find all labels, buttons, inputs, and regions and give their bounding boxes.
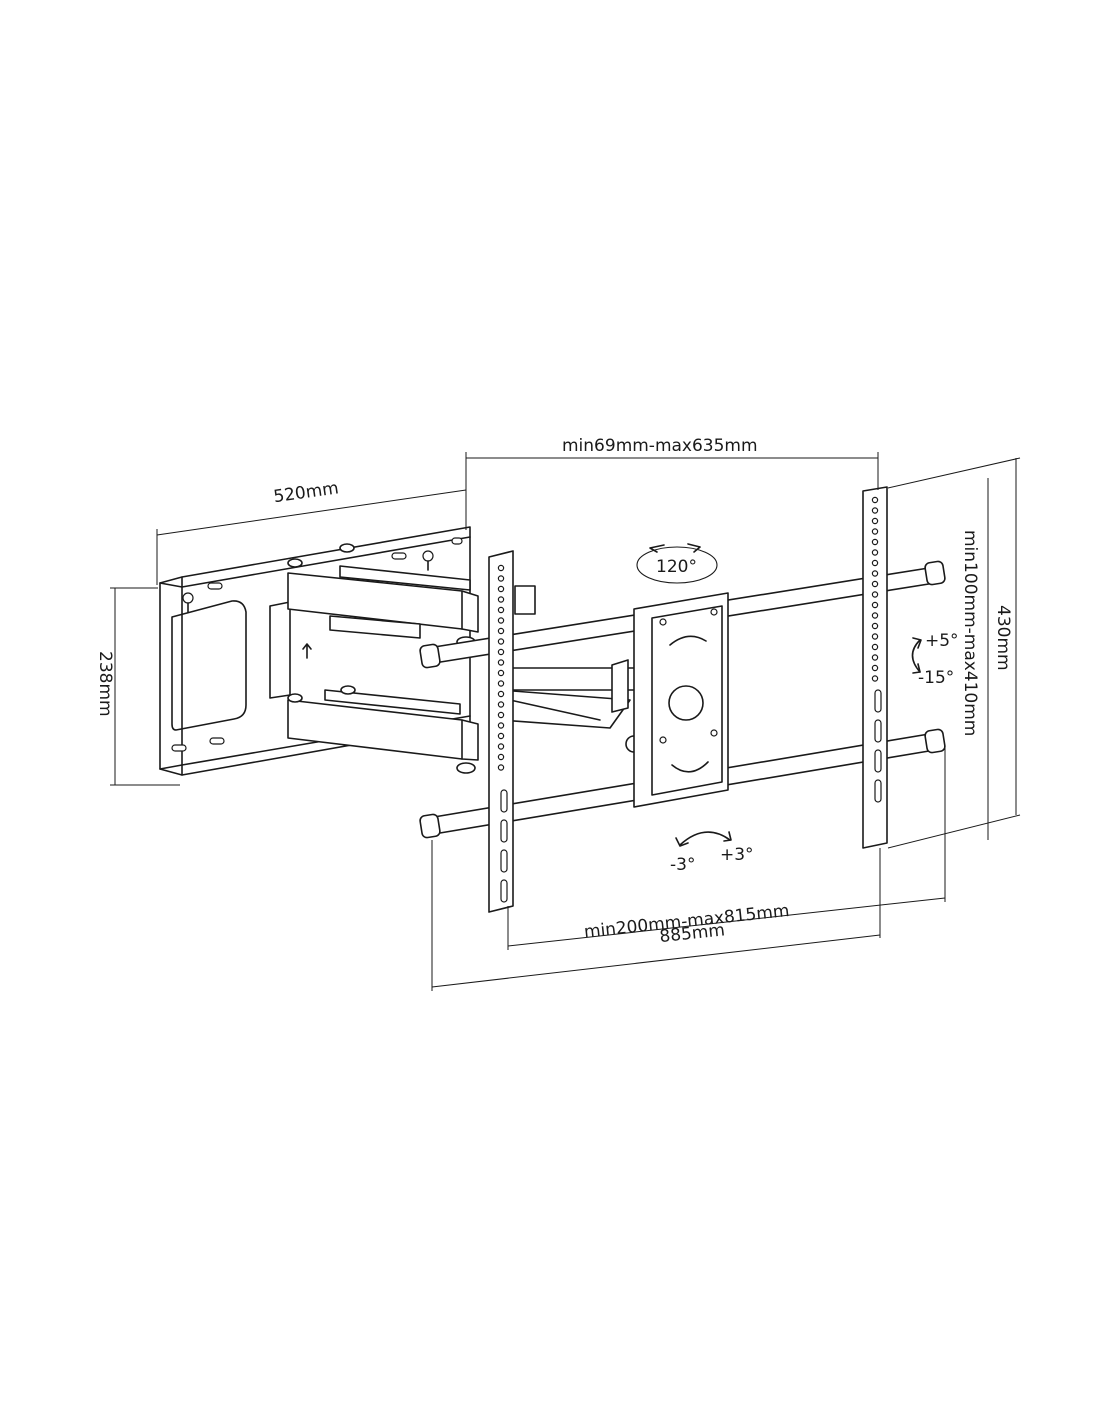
mounting-hole: [871, 633, 879, 640]
wall-plate-keyholes: [171, 537, 463, 752]
mounting-hole: [871, 507, 879, 514]
mounting-hole: [497, 701, 505, 708]
mounting-hole: [497, 648, 505, 656]
mounting-hole: [497, 680, 505, 687]
mounting-hole: [497, 617, 505, 624]
mounting-hole: [497, 690, 505, 698]
label-tilt-up: +5°: [925, 631, 959, 651]
mounting-hole: [497, 606, 505, 614]
center-plate: [633, 592, 729, 808]
dimension-lines: [110, 452, 1021, 991]
label-tilt-down: -15°: [918, 668, 954, 688]
mounting-hole: [871, 643, 879, 651]
label-vertical-mount: min100mm-max410mm: [960, 530, 980, 736]
mounting-hole: [871, 664, 879, 672]
mounting-hole: [497, 711, 505, 719]
mounting-hole: [497, 732, 505, 740]
right-tv-bracket: [862, 486, 888, 849]
mounting-hole: [497, 764, 505, 771]
mounting-hole: [871, 591, 879, 598]
mounting-hole: [871, 517, 879, 525]
mounting-hole: [497, 669, 505, 677]
mounting-hole: [497, 743, 505, 750]
articulating-arms: [287, 543, 643, 774]
adjustment-symbols: [636, 543, 922, 847]
label-overall-height: 430mm: [993, 605, 1013, 671]
mounting-hole: [871, 538, 879, 546]
mounting-hole: [497, 659, 505, 666]
mounting-hole: [497, 575, 505, 582]
left-tv-bracket: [488, 550, 536, 913]
mounting-hole: [871, 559, 879, 567]
mounting-hole: [871, 622, 879, 630]
mounting-hole: [871, 570, 879, 577]
mounting-hole: [497, 627, 505, 635]
mounting-hole: [871, 580, 879, 588]
label-wall-plate-height: 238mm: [95, 651, 115, 717]
label-swivel: 120°: [656, 557, 697, 577]
mounting-hole: [497, 753, 505, 761]
label-wall-plate-width: 520mm: [272, 478, 340, 507]
mounting-hole: [871, 675, 879, 682]
mounting-hole: [871, 528, 879, 535]
label-level-plus: +3°: [720, 845, 754, 865]
label-arm-extension: min69mm-max635mm: [562, 436, 758, 456]
mounting-hole: [497, 722, 505, 729]
mounting-hole: [497, 596, 505, 603]
mounting-hole: [871, 612, 879, 619]
mounting-hole: [497, 638, 505, 645]
label-level-minus: -3°: [670, 855, 695, 875]
mounting-hole: [871, 549, 879, 556]
mounting-hole: [871, 654, 879, 661]
mounting-hole: [497, 564, 505, 572]
mounting-hole: [871, 496, 879, 504]
mounting-hole: [871, 601, 879, 609]
mounting-hole: [497, 585, 505, 593]
